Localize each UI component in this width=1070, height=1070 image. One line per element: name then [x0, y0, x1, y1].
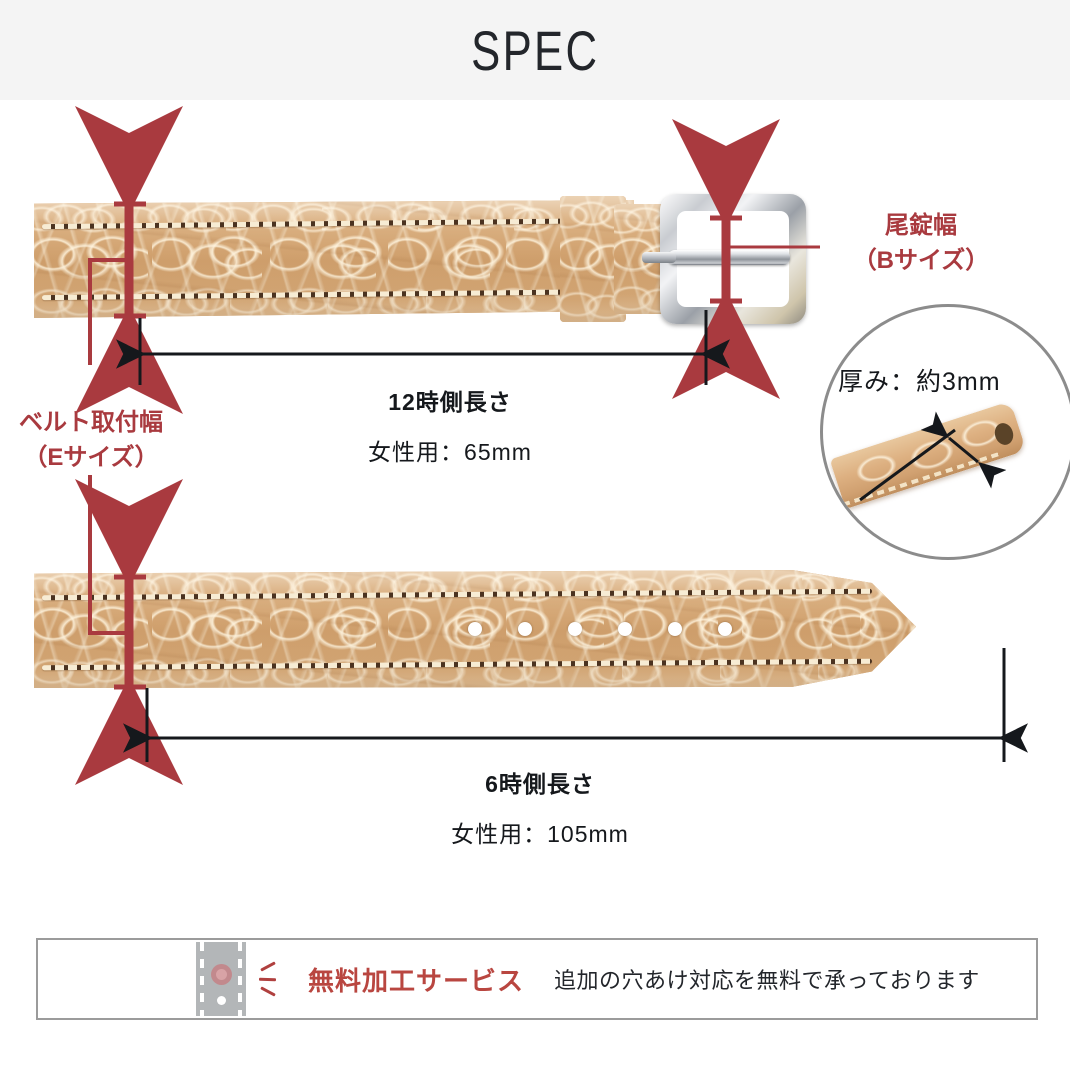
- leader-belt-width-lower: [88, 475, 129, 635]
- label-buckle-width-line2: （Bサイズ）: [852, 247, 990, 274]
- label-belt-attach-width-line1: ベルト取付幅: [19, 409, 163, 436]
- label-12oclock-title: 12時側長さ: [388, 389, 512, 415]
- banner-title: 無料加工サービス: [308, 965, 525, 996]
- label-buckle-width-line1: 尾錠幅: [885, 212, 957, 239]
- punch-hole-icon: [190, 942, 252, 1016]
- dimension-overlay: [75, 106, 1028, 785]
- label-thickness: 厚み：約3mm: [838, 362, 1001, 398]
- label-buckle-width: 尾錠幅 （Bサイズ）: [826, 208, 1016, 278]
- adjustment-hole: [468, 622, 482, 636]
- spark-line: [260, 986, 276, 997]
- adjustment-hole: [718, 622, 732, 636]
- free-service-banner: 無料加工サービス 追加の穴あけ対応を無料で承っております: [36, 938, 1038, 1020]
- adjustment-hole: [618, 622, 632, 636]
- spark-line: [258, 977, 277, 982]
- page-title: SPEC: [470, 18, 600, 82]
- icon-stitch-left: [200, 942, 204, 1016]
- label-belt-attach-width: ベルト取付幅 （Eサイズ）: [2, 405, 180, 475]
- leader-belt-width: [88, 258, 129, 365]
- label-12oclock-length: 12時側長さ 女性用：65mm: [250, 383, 650, 467]
- banner-subtitle: 追加の穴あけ対応を無料で承っております: [554, 968, 980, 993]
- label-12oclock-value: 女性用：65mm: [368, 439, 532, 465]
- adjustment-hole: [668, 622, 682, 636]
- label-6oclock-length: 6時側長さ 女性用：105mm: [340, 765, 740, 849]
- icon-hole-small: [217, 996, 226, 1005]
- punch-spark-icon: [258, 959, 282, 999]
- adjustment-hole: [518, 622, 532, 636]
- spec-diagram: 尾錠幅 （Bサイズ） ベルト取付幅 （Eサイズ） 12時側長さ 女性用：65mm…: [0, 100, 1070, 910]
- icon-stitch-right: [238, 942, 242, 1016]
- spec-header: SPEC: [0, 0, 1070, 100]
- label-6oclock-value: 女性用：105mm: [451, 821, 629, 847]
- adjustment-hole: [568, 622, 582, 636]
- dim-arrow-thickness: [920, 411, 1007, 489]
- spark-line: [260, 961, 276, 972]
- label-6oclock-title: 6時側長さ: [485, 771, 595, 797]
- buckle-tongue: [642, 252, 676, 263]
- icon-hole-large-inner: [216, 969, 227, 980]
- thickness-leader: [859, 428, 956, 502]
- label-belt-attach-width-line2: （Eサイズ）: [23, 444, 159, 471]
- label-thickness-text: 厚み：約3mm: [838, 368, 1001, 396]
